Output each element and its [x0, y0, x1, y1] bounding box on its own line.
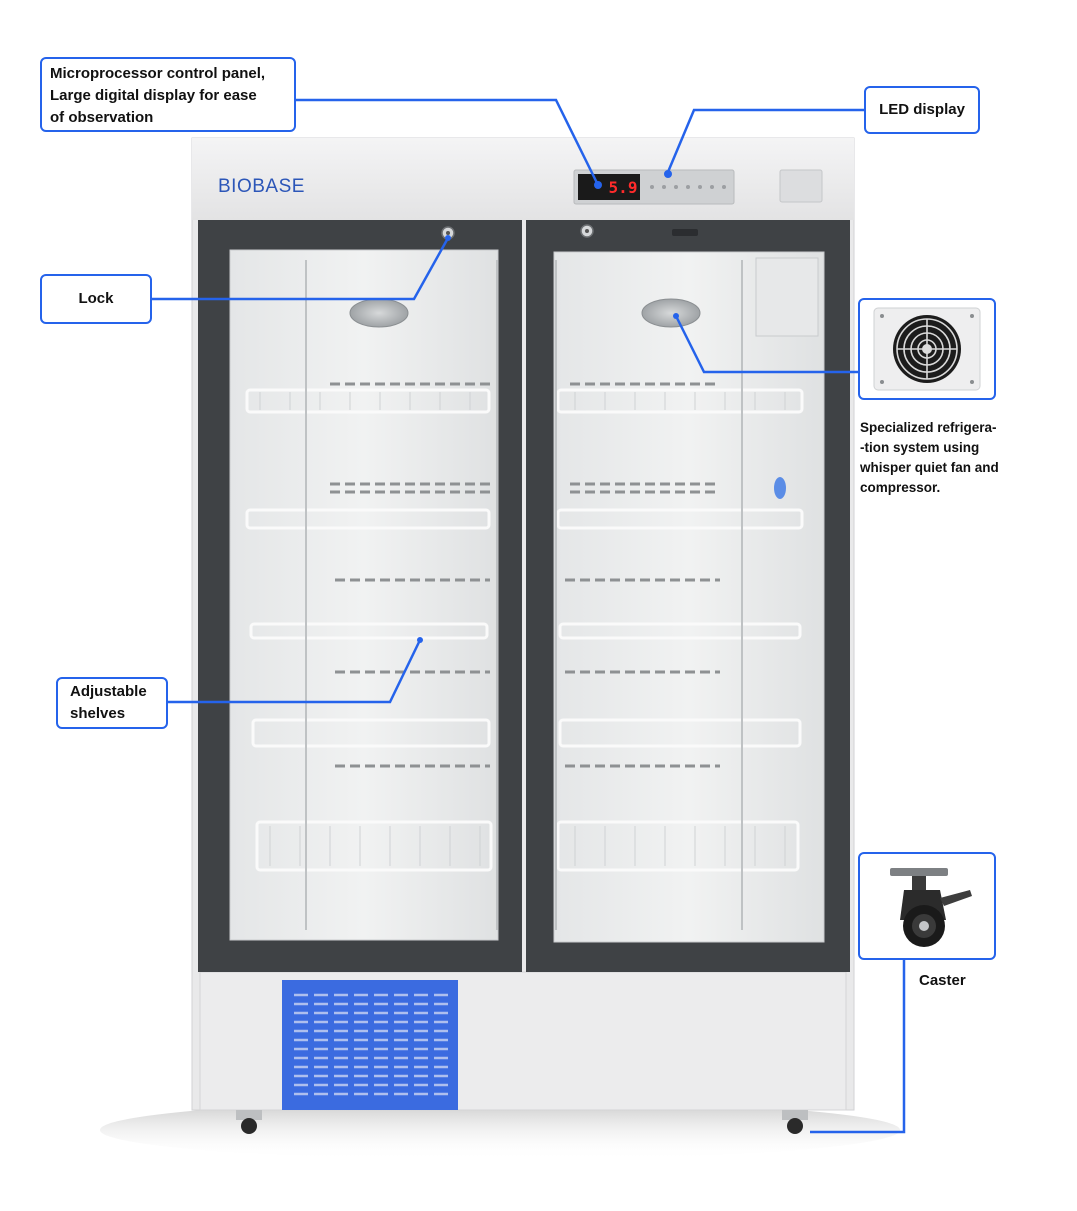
callout-shelves-line1: Adjustable — [70, 683, 147, 700]
refrigeration-line1: Specialized refrigera- — [860, 420, 997, 435]
brand-logo: BIOBASE — [218, 176, 305, 197]
door-handle — [672, 229, 698, 236]
connector-fan — [674, 315, 858, 374]
caster-inset — [858, 852, 996, 960]
callout-lock: Lock — [40, 274, 152, 324]
callout-control-panel-line1: Microprocessor control panel, — [50, 65, 266, 82]
interior-vent-slots — [330, 382, 720, 768]
caster-label: Caster — [919, 972, 966, 989]
left-door-glass — [229, 249, 499, 941]
led-screen — [578, 174, 640, 200]
connector-dot-fan — [673, 313, 679, 319]
caster-wheel-icon — [890, 868, 972, 947]
condenser-vent-slots — [294, 993, 448, 1096]
condenser-vent-panel — [282, 980, 458, 1110]
interior-light-switch — [774, 477, 786, 499]
callout-control-panel: Microprocessor control panel, Large digi… — [40, 57, 296, 132]
refrigeration-line2: -tion system using — [860, 440, 980, 455]
right-shelves — [556, 388, 804, 872]
connector-dot-lock — [445, 235, 451, 241]
refrigeration-line4: compressor. — [860, 480, 941, 495]
cabinet-top-panel — [192, 138, 854, 220]
temperature-readout: 5.9 — [608, 178, 638, 197]
callout-lock-label: Lock — [78, 290, 114, 307]
callout-led-display-label: LED display — [879, 101, 965, 118]
floor-shadow — [100, 1100, 900, 1160]
connector-dot-led-display — [664, 170, 672, 178]
connector-lock — [152, 237, 450, 301]
connector-shelves — [168, 639, 422, 704]
fan-inset — [858, 298, 996, 400]
left-shelf-wires — [259, 392, 481, 866]
callout-control-panel-line3: of observation — [50, 109, 154, 126]
right-door-glass — [553, 251, 825, 943]
callout-control-panel-line2: Large digital display for ease — [50, 87, 257, 104]
casters — [236, 1110, 808, 1134]
label-sticker — [755, 257, 819, 337]
usb-panel — [779, 169, 823, 203]
connector-control-panel — [296, 98, 600, 186]
connector-dot-shelves — [417, 637, 423, 643]
connector-caster — [810, 960, 906, 1134]
connector-led-display — [666, 108, 866, 173]
callout-shelves-line2: shelves — [70, 705, 126, 722]
control-buttons — [650, 185, 726, 189]
lock-icon — [441, 224, 594, 240]
connector-dot-control-panel — [594, 181, 602, 189]
connector-lines — [152, 98, 906, 1134]
refrigeration-description: Specialized refrigera- -tion system usin… — [860, 418, 1040, 498]
callout-led-display: LED display — [864, 86, 980, 134]
right-shelf-wires — [574, 392, 786, 866]
callout-adjustable-shelves: Adjustable shelves — [56, 677, 168, 729]
fan-icon — [873, 307, 981, 391]
interior-fans — [349, 298, 701, 328]
refrigeration-line3: whisper quiet fan and — [860, 460, 999, 475]
left-shelves — [245, 388, 493, 872]
